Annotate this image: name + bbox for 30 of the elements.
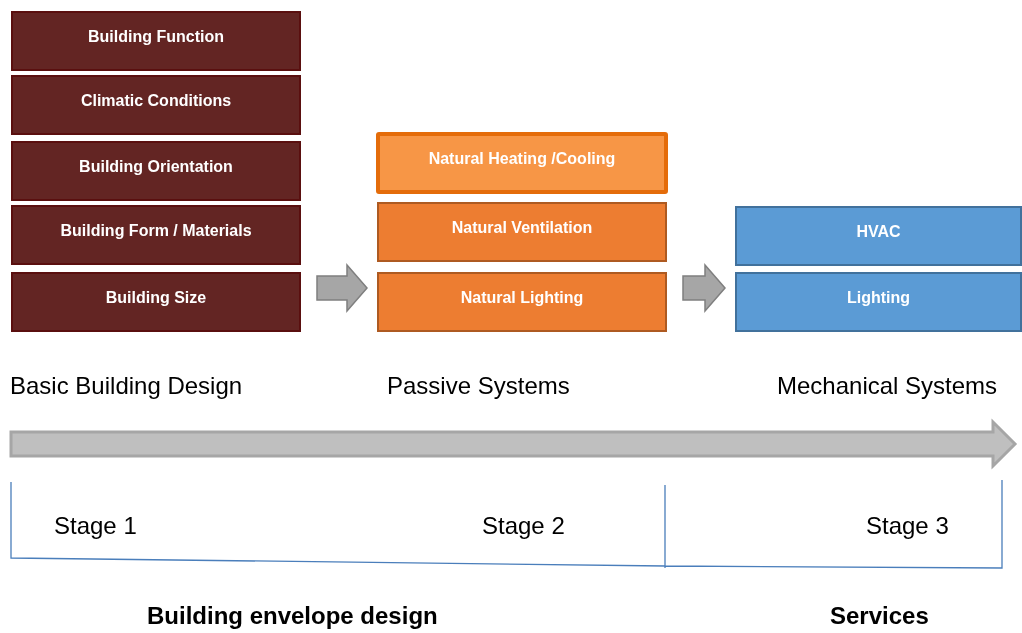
process-box [376,132,668,194]
box-label: Natural Ventilation [451,219,593,238]
process-box [735,206,1022,266]
phase-label: Building envelope design [147,602,438,630]
block-arrow [682,263,726,313]
process-box [377,202,667,262]
process-box [11,141,301,201]
phase-label: Services [830,602,929,630]
stage-heading: Basic Building Design [10,372,243,400]
process-box [11,75,301,135]
box-label: Natural Lighting [460,289,584,308]
process-box [11,272,301,332]
stage-label: Stage 1 [54,512,137,540]
box-label: Building Orientation [79,158,233,177]
box-label: Climatic Conditions [80,92,232,111]
stage-heading: Passive Systems [387,372,570,400]
process-box [11,205,301,265]
stage-label: Stage 2 [482,512,565,540]
process-box [377,272,667,332]
stage-label: Stage 3 [866,512,949,540]
process-box [735,272,1022,332]
stage-heading: Mechanical Systems [777,372,998,400]
box-label: Building Function [88,28,224,47]
box-label: Building Form / Materials [60,222,252,241]
process-box [11,11,301,71]
box-label: HVAC [856,223,901,242]
block-arrow [316,263,368,313]
box-label: Building Size [105,289,207,308]
box-label: Natural Heating /Cooling [428,150,616,169]
box-label: Lighting [846,289,911,308]
